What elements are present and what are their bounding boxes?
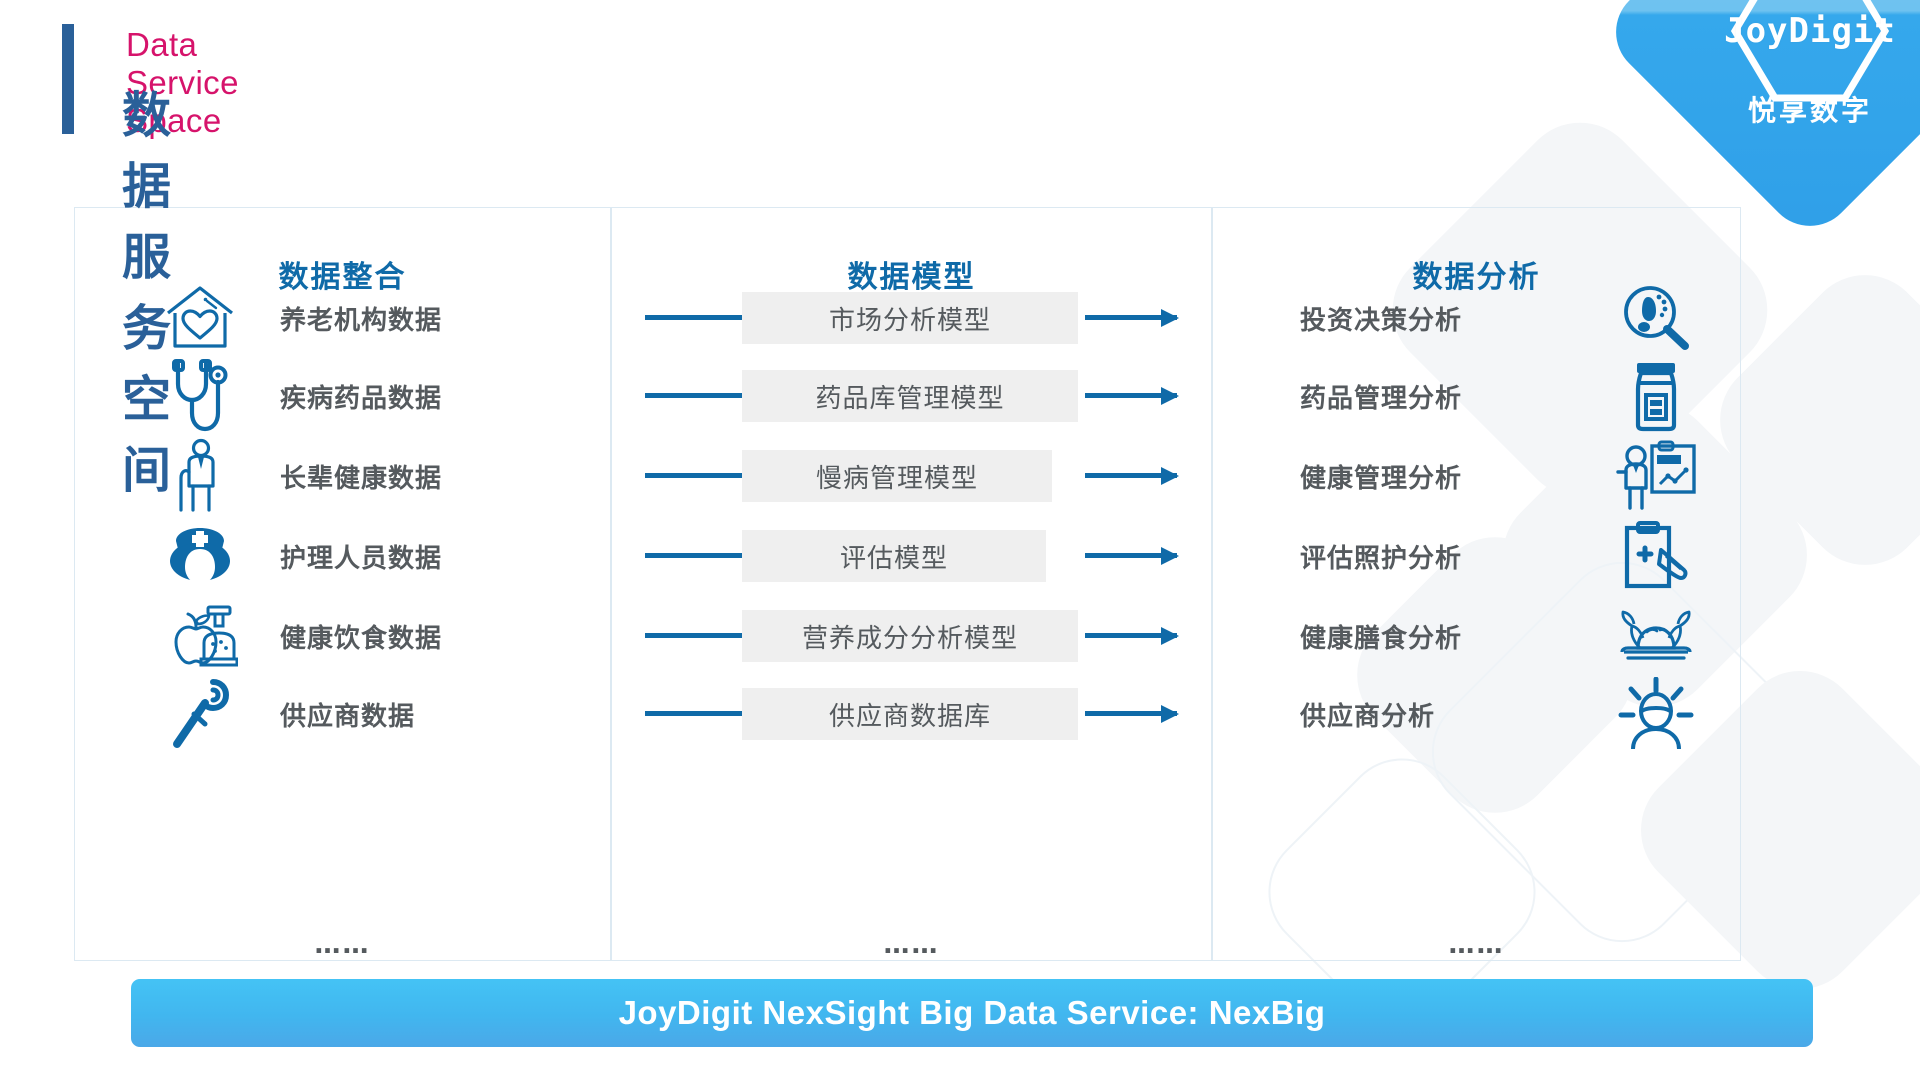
integration-item[interactable]: 疾病药品数据 (74, 348, 611, 444)
bottom-banner: JoyDigit NexSight Big Data Service: NexB… (131, 979, 1813, 1047)
magnifier-footprint-icon (1608, 282, 1704, 354)
model-box[interactable]: 慢病管理模型 (742, 450, 1052, 502)
connector-line (645, 553, 743, 558)
integration-item[interactable]: 养老机构数据 (74, 270, 611, 366)
integration-item[interactable]: 护理人员数据 (74, 508, 611, 604)
connector-line (645, 711, 743, 716)
dataflow-row: 供应商数据 供应商数据库 供应商分析 (0, 666, 1920, 762)
nurse-icon (152, 525, 248, 587)
house-heart-icon (152, 283, 248, 353)
model-box[interactable]: 市场分析模型 (742, 292, 1078, 344)
connector-line (645, 633, 743, 638)
banner-text: JoyDigit NexSight Big Data Service: NexB… (618, 994, 1326, 1031)
ellipsis-analysis: …… (1448, 930, 1505, 960)
panel-data-model (611, 207, 1212, 961)
flow-arrow (1085, 633, 1177, 638)
model-box[interactable]: 供应商数据库 (742, 688, 1078, 740)
page-title: 数据服务空间 (122, 87, 174, 499)
analysis-item-label: 评估照护分析 (1300, 544, 1463, 574)
integration-item-label: 护理人员数据 (280, 543, 443, 574)
header-subtitle-en: Data Service Space (126, 26, 239, 139)
panel-data-integration (74, 207, 611, 961)
model-box[interactable]: 营养成分分析模型 (742, 610, 1078, 662)
pill-bottle-icon (1608, 360, 1704, 432)
doctor-presentation-chart-icon (1608, 440, 1704, 512)
logo-wordmark: JoyDigit (1724, 11, 1896, 51)
analysis-item-label: 供应商分析 (1300, 702, 1436, 732)
integration-item-label: 疾病药品数据 (280, 383, 443, 414)
apple-juicer-icon (152, 603, 248, 669)
stethoscope-icon (152, 358, 248, 434)
analysis-item-label: 投资决策分析 (1300, 306, 1463, 336)
integration-item[interactable]: 供应商数据 (74, 666, 611, 762)
flow-arrow (1085, 473, 1177, 478)
dataflow-row: 疾病药品数据 药品库管理模型 药品管理分析 (0, 348, 1920, 444)
dataflow-row: 护理人员数据 评估模型 评估照护分析 (0, 508, 1920, 604)
flow-arrow (1085, 315, 1177, 320)
ellipsis-model: …… (883, 930, 940, 960)
food-platter-icon (1608, 600, 1704, 672)
clipboard-pen-icon (1608, 520, 1704, 592)
integration-item-label: 健康饮食数据 (280, 623, 443, 654)
integration-item-label: 供应商数据 (280, 701, 416, 732)
integration-item-label: 养老机构数据 (280, 305, 443, 336)
dataflow-row: 养老机构数据 市场分析模型 投资决策分析 (0, 270, 1920, 366)
flow-arrow (1085, 553, 1177, 558)
analysis-item-label: 健康膳食分析 (1300, 624, 1463, 654)
connector-line (645, 393, 743, 398)
integration-item-label: 长辈健康数据 (280, 463, 443, 494)
model-box[interactable]: 评估模型 (742, 530, 1046, 582)
connector-line (645, 315, 743, 320)
analysis-item-label: 健康管理分析 (1300, 464, 1463, 494)
ellipsis-integration: …… (314, 930, 371, 960)
column-title-integration: 数据整合 (278, 260, 407, 295)
analysis-item-label: 药品管理分析 (1300, 384, 1463, 414)
header-accent-bar (62, 24, 74, 134)
integration-item[interactable]: 健康饮食数据 (74, 588, 611, 684)
person-rays-icon (1608, 677, 1704, 750)
flow-arrow (1085, 393, 1177, 398)
connector-line (645, 473, 743, 478)
elderly-person-cane-icon (152, 438, 248, 514)
wrench-icon (152, 676, 248, 752)
column-title-model: 数据模型 (847, 260, 976, 295)
integration-item[interactable]: 长辈健康数据 (74, 428, 611, 524)
hexagon-outline-icon (1730, 0, 1890, 102)
model-box[interactable]: 药品库管理模型 (742, 370, 1078, 422)
flow-arrow (1085, 711, 1177, 716)
